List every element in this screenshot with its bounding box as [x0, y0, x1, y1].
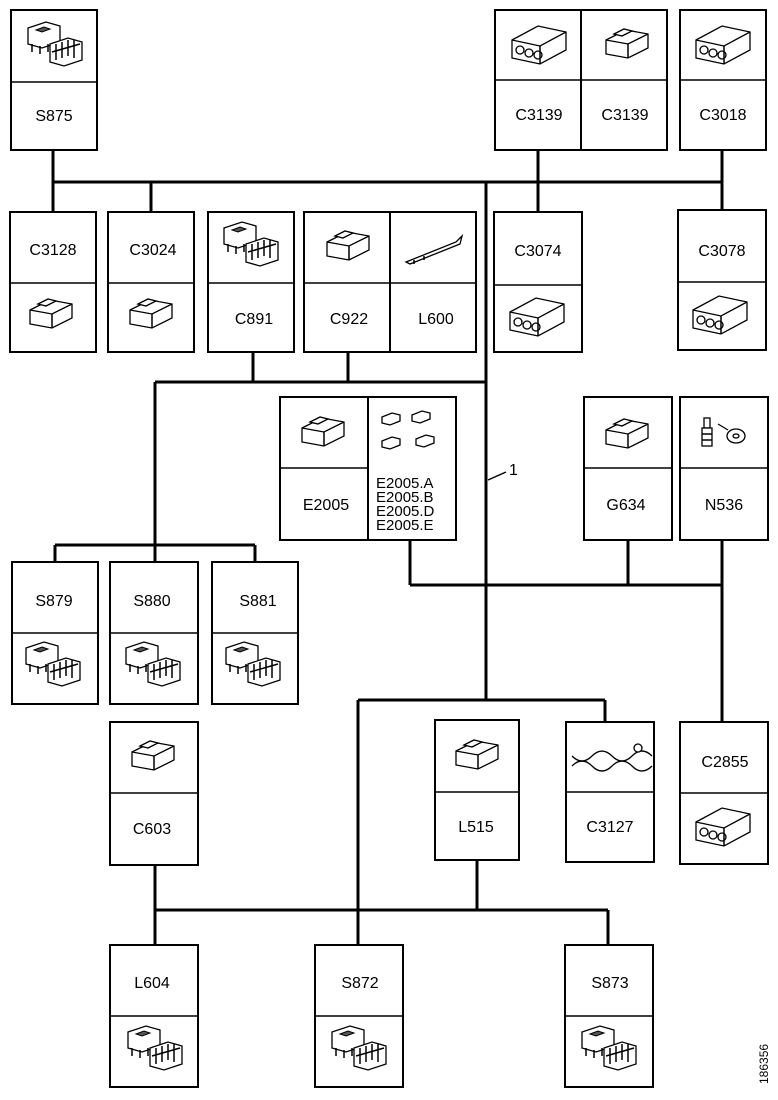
module-n536[interactable]: N536	[679, 396, 769, 541]
callout-number: 1	[509, 462, 518, 479]
module-label: C922	[330, 311, 368, 328]
module-s873[interactable]: S873	[564, 944, 654, 1088]
module-c3139-b[interactable]: C3139	[580, 9, 668, 151]
module-label: C891	[235, 311, 273, 328]
module-l604[interactable]: L604	[109, 944, 199, 1088]
module-s872[interactable]: S872	[314, 944, 404, 1088]
figure-reference: 186356	[757, 1044, 771, 1084]
module-label: S881	[239, 593, 276, 610]
module-c3127[interactable]: C3127	[565, 721, 655, 863]
module-label: S879	[35, 593, 72, 610]
callout-leader	[487, 471, 507, 481]
module-s881[interactable]: S881	[211, 561, 299, 705]
module-label: G634	[606, 497, 645, 514]
module-label: C3127	[586, 819, 633, 836]
module-l515[interactable]: L515	[434, 719, 520, 861]
module-label: C3024	[129, 242, 176, 259]
module-label: C3139	[601, 107, 648, 124]
splice-label-d: E2005.D	[376, 503, 435, 520]
module-c891[interactable]: C891	[207, 211, 295, 353]
module-label: C3074	[514, 243, 561, 260]
module-c603[interactable]: C603	[109, 721, 199, 866]
splice-label-a: E2005.A	[376, 475, 434, 492]
module-label: L600	[418, 311, 454, 328]
module-g634[interactable]: G634	[583, 396, 673, 541]
module-l600[interactable]: L600	[389, 211, 477, 353]
module-s879[interactable]: S879	[11, 561, 99, 705]
module-label: C3018	[699, 107, 746, 124]
module-label: C2855	[701, 754, 748, 771]
module-label: E2005	[303, 497, 349, 514]
module-label: S872	[341, 975, 378, 992]
module-label: C3078	[698, 243, 745, 260]
module-label: L515	[458, 819, 494, 836]
module-c3078[interactable]: C3078	[677, 209, 767, 351]
module-c3128[interactable]: C3128	[9, 211, 97, 353]
module-label: N536	[705, 497, 743, 514]
wire-harness	[51, 150, 724, 945]
module-s875[interactable]: S875	[10, 9, 98, 151]
module-c3074[interactable]: C3074	[493, 211, 583, 353]
module-label: C3128	[29, 242, 76, 259]
module-c3018[interactable]: C3018	[679, 9, 767, 151]
module-label: S875	[35, 108, 72, 125]
module-label: C3139	[515, 107, 562, 124]
splice-label-b: E2005.B	[376, 489, 434, 506]
module-e2005[interactable]: E2005	[279, 396, 456, 541]
module-c3139-a[interactable]: C3139	[494, 9, 667, 151]
module-c3024[interactable]: C3024	[107, 211, 195, 353]
module-label: C603	[133, 821, 171, 838]
module-s880[interactable]: S880	[109, 561, 199, 705]
splice-label-e: E2005.E	[376, 517, 434, 534]
module-label: S873	[591, 975, 628, 992]
module-label: S880	[133, 593, 170, 610]
module-c2855[interactable]: C2855	[679, 721, 769, 865]
module-e2005-splices[interactable]: E2005.A E2005.B E2005.D E2005.E	[367, 396, 457, 541]
module-label: L604	[134, 975, 170, 992]
